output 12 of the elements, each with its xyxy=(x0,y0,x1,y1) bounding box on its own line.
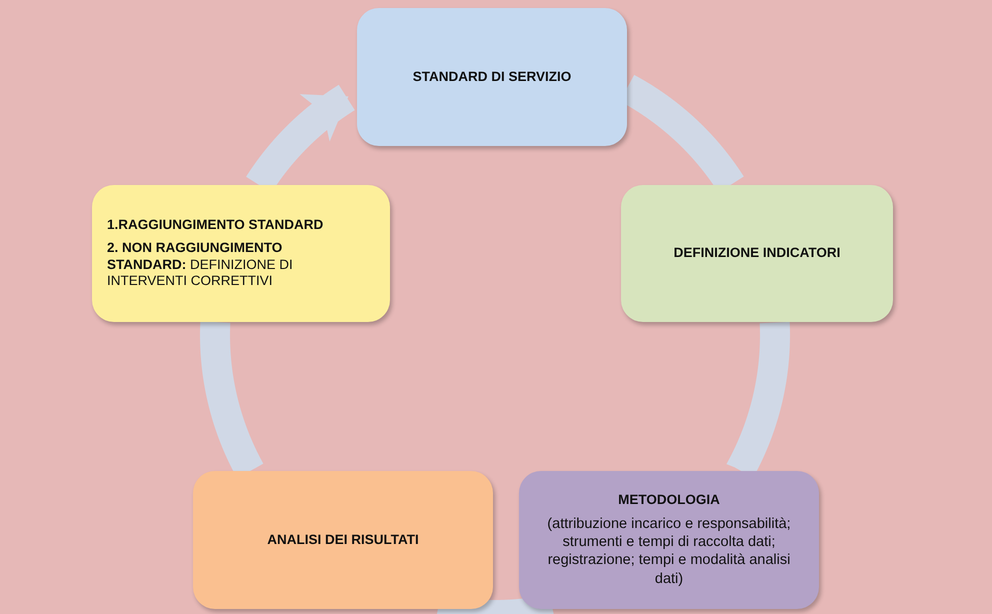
box-heading: 1.RAGGIUNGIMENTO STANDARD xyxy=(107,216,324,234)
box-heading: DEFINIZIONE INDICATORI xyxy=(672,245,842,262)
box-heading: STANDARD DI SERVIZIO xyxy=(412,68,572,86)
process-box xyxy=(519,471,819,609)
box-text: 2. NON RAGGIUNGIMENTO STANDARD: DEFINIZIONE DI INTERVENTI CORRETTIVI xyxy=(107,240,294,290)
box-text: (attribuzione incarico e responsabilità; strumenti e tempi di raccolta dati; registrazione; tempi e modalità analisi dati) xyxy=(546,515,792,588)
process-box xyxy=(621,185,893,322)
process-box xyxy=(357,8,627,146)
box-heading: ANALISI DEI RISULTATI xyxy=(266,532,420,548)
process-box xyxy=(193,471,493,609)
process-box xyxy=(92,185,390,322)
box-heading: METODOLOGIA xyxy=(617,492,721,510)
